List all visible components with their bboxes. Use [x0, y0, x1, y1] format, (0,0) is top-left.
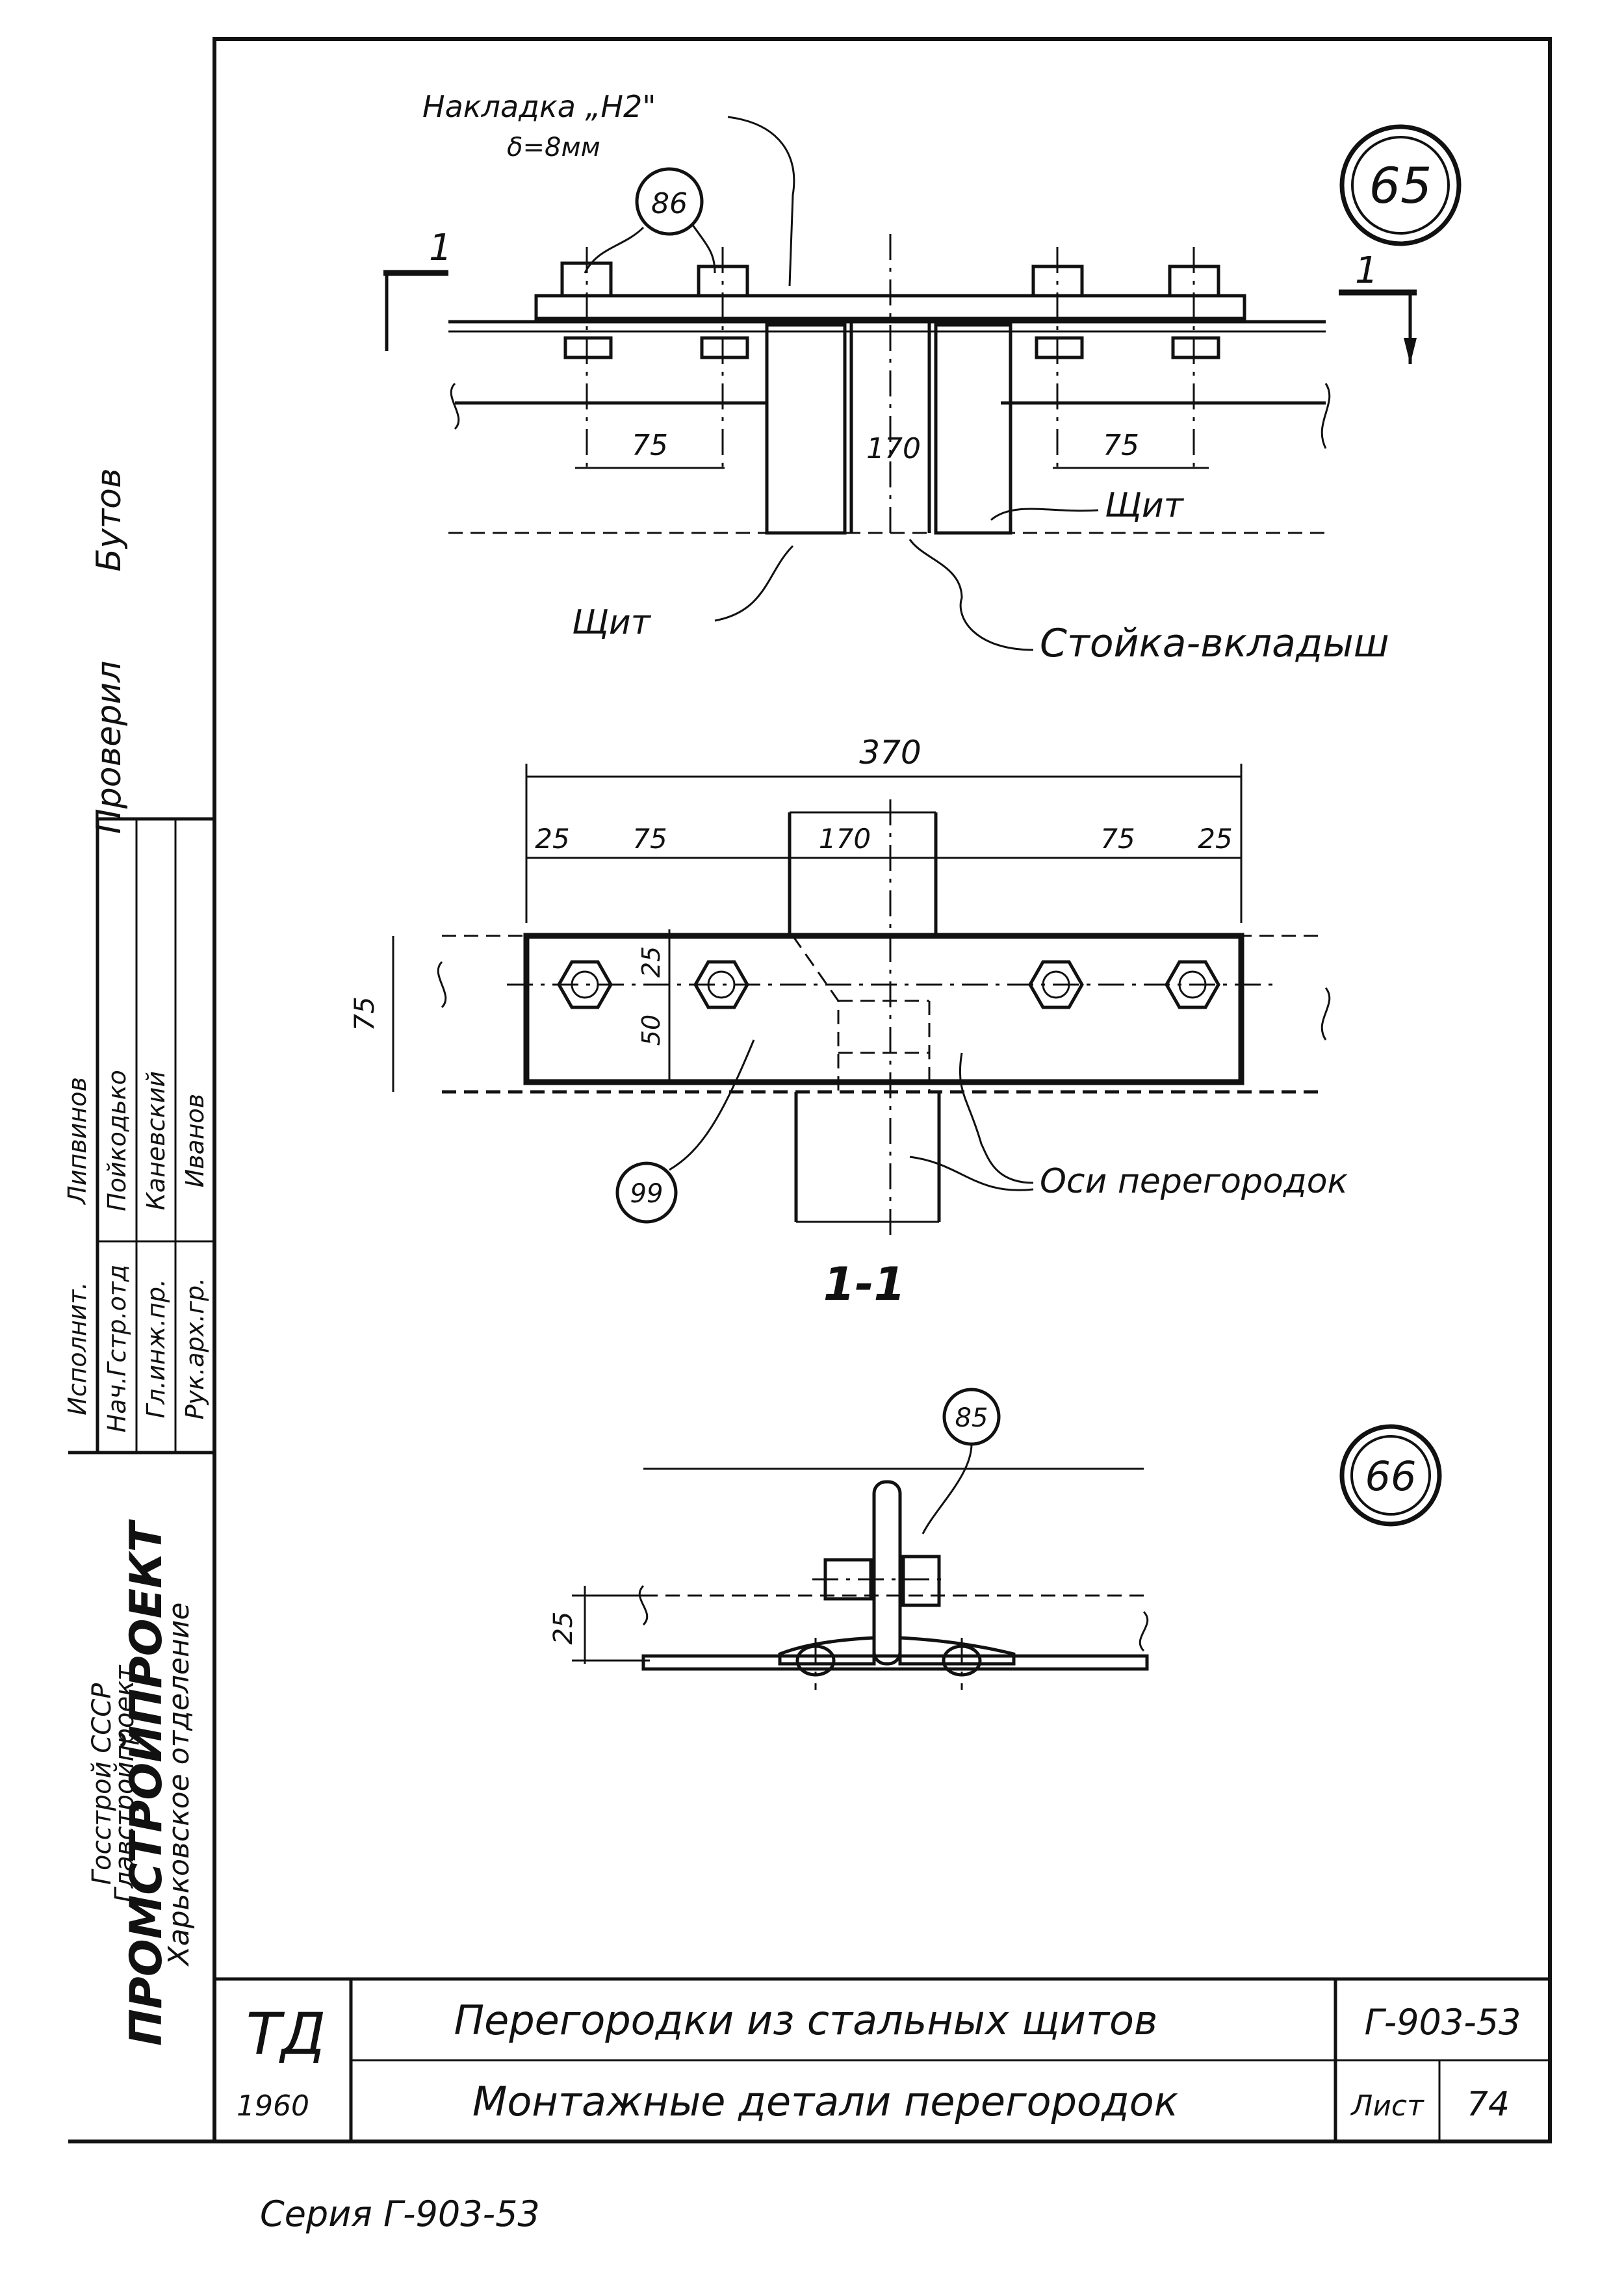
- bolts-65: [560, 247, 1220, 468]
- panel-label-left: Щит: [572, 603, 652, 642]
- callout-66-inner: [1350, 1435, 1431, 1516]
- node-66: 66 85 25: [548, 1388, 1442, 1690]
- panel-label-right: Щит: [1105, 486, 1185, 525]
- part-ref-99: 99: [630, 1179, 664, 1209]
- bolt-leader-85: [922, 1443, 973, 1534]
- org-line-1: Госстрой СССР: [87, 1683, 117, 1885]
- panel-leader-right: [990, 508, 1099, 521]
- dim-total: 370: [859, 734, 921, 771]
- node-65: 65 Накладка „Н2" δ=8мм 86 1 1: [383, 89, 1462, 666]
- name-3: Иванов: [181, 1094, 209, 1188]
- bolt-ref-86: 86: [651, 187, 688, 220]
- bolt-ref-86-circle: [635, 167, 704, 236]
- plate-thickness: δ=8мм: [507, 133, 600, 162]
- tb-title-1: Перегородки из стальных щитов: [454, 1997, 1158, 2044]
- panel-leader-left: [714, 545, 794, 622]
- dim-left: 75: [632, 429, 668, 462]
- part-leader-99: [669, 1039, 755, 1171]
- checked-name: Бутов: [90, 468, 129, 571]
- sheet-frame: [68, 37, 1552, 2143]
- section-arrow-right-head: [1404, 338, 1417, 364]
- section-title: 1-1: [823, 1258, 905, 1311]
- tee-flange-right: [898, 1636, 1016, 1666]
- dim-right: 75: [1103, 429, 1139, 462]
- dim-height: 75: [348, 996, 380, 1031]
- title-block: ТД 1960 Перегородки из стальных щитов Мо…: [214, 1977, 1550, 2141]
- role-3: Рук.арх.гр.: [181, 1278, 209, 1420]
- tb-series-code: Г-903-53: [1365, 2002, 1521, 2043]
- name-4: Липвинов: [63, 1077, 92, 1206]
- plate-label: Накладка „Н2": [422, 89, 656, 124]
- tb-title-2: Монтажные детали перегородок: [472, 2078, 1179, 2125]
- section-1-1: 370 25 75 170 75 25: [348, 734, 1348, 1311]
- break-right-section: [1321, 987, 1331, 1041]
- callout-65-outer: [1339, 124, 1462, 246]
- tee-stem: [872, 1480, 902, 1666]
- bolt-leader-1: [584, 226, 645, 274]
- bolt-ref-85: 85: [955, 1403, 988, 1433]
- callout-65-number: 65: [1369, 157, 1432, 214]
- part-ref-99-circle: [615, 1161, 678, 1224]
- dim-center: 170: [866, 432, 921, 465]
- dim-25-left: 25: [535, 823, 569, 855]
- tb-sheet-label: Лист: [1350, 2089, 1424, 2123]
- bottom-plate-66: [641, 1654, 1149, 1671]
- bolt-nut: [1035, 336, 1084, 359]
- dim-25-vertical: 25: [637, 946, 665, 977]
- break-left: [450, 382, 460, 430]
- tb-year: 1960: [237, 2089, 309, 2123]
- name-1: Пойкодько: [103, 1070, 131, 1211]
- dim-50-vertical: 50: [637, 1015, 665, 1046]
- splice-plate-section: [523, 933, 1244, 1085]
- section-mark-left: 1: [429, 227, 452, 269]
- bolt-nut: [1171, 336, 1220, 359]
- callout-66-outer: [1339, 1424, 1442, 1527]
- bolts-section: [507, 960, 1280, 1009]
- post-label: Стойка-вкладыш: [1040, 621, 1389, 666]
- bolt-nut: [700, 336, 749, 359]
- role-4: Исполнит.: [63, 1282, 92, 1415]
- axis-label: Оси перегородок: [1040, 1162, 1348, 1201]
- break-right: [1321, 383, 1331, 449]
- dim-170: 170: [819, 823, 871, 855]
- dim-vertical-66: 25: [548, 1612, 578, 1645]
- dim-75-left: 75: [632, 823, 667, 855]
- callout-66-number: 66: [1365, 1453, 1417, 1500]
- side-stamp: Проверил Бутов Нач.Гстр.отд Гл.инж.пр. Р…: [63, 468, 214, 2046]
- footer-series: Серия Г-903-53: [260, 2193, 540, 2234]
- tb-sheet-number: 74: [1467, 2085, 1510, 2124]
- tee-flange-left: [778, 1636, 876, 1666]
- break-left-66: [638, 1584, 649, 1626]
- dim-75-right: 75: [1100, 823, 1135, 855]
- org-branch: Харьковское отделение: [162, 1603, 196, 1967]
- role-1: Нач.Гстр.отд: [103, 1265, 131, 1432]
- inner-post-left: [792, 935, 840, 1092]
- post-leader: [909, 539, 1034, 651]
- checked-label: Проверил: [90, 661, 129, 834]
- callout-65-inner: [1351, 136, 1450, 235]
- bolt-nut: [563, 336, 613, 359]
- bolt-hex: [1028, 960, 1084, 1009]
- org-line-2: Главстройпроект: [110, 1664, 140, 1903]
- section-mark-right: 1: [1355, 250, 1378, 292]
- bolt-nut-66: [901, 1555, 941, 1607]
- tb-code: ТД: [246, 2000, 326, 2067]
- panel-edge-left: [765, 323, 847, 535]
- axis-leader-1: [959, 1052, 1034, 1184]
- break-right-66: [1139, 1610, 1149, 1652]
- name-2: Каневский: [142, 1071, 170, 1210]
- bolt-hex: [1165, 960, 1220, 1009]
- role-2: Гл.инж.пр.: [142, 1279, 170, 1418]
- dim-25-right: 25: [1198, 823, 1232, 855]
- plate-leader: [727, 116, 795, 287]
- org-name: ПРОМСТРОЙПРОЕКТ: [120, 1519, 172, 2046]
- break-left-section: [437, 961, 447, 1009]
- panel-edge-right: [934, 323, 1012, 535]
- axis-leader-2: [909, 1156, 1034, 1191]
